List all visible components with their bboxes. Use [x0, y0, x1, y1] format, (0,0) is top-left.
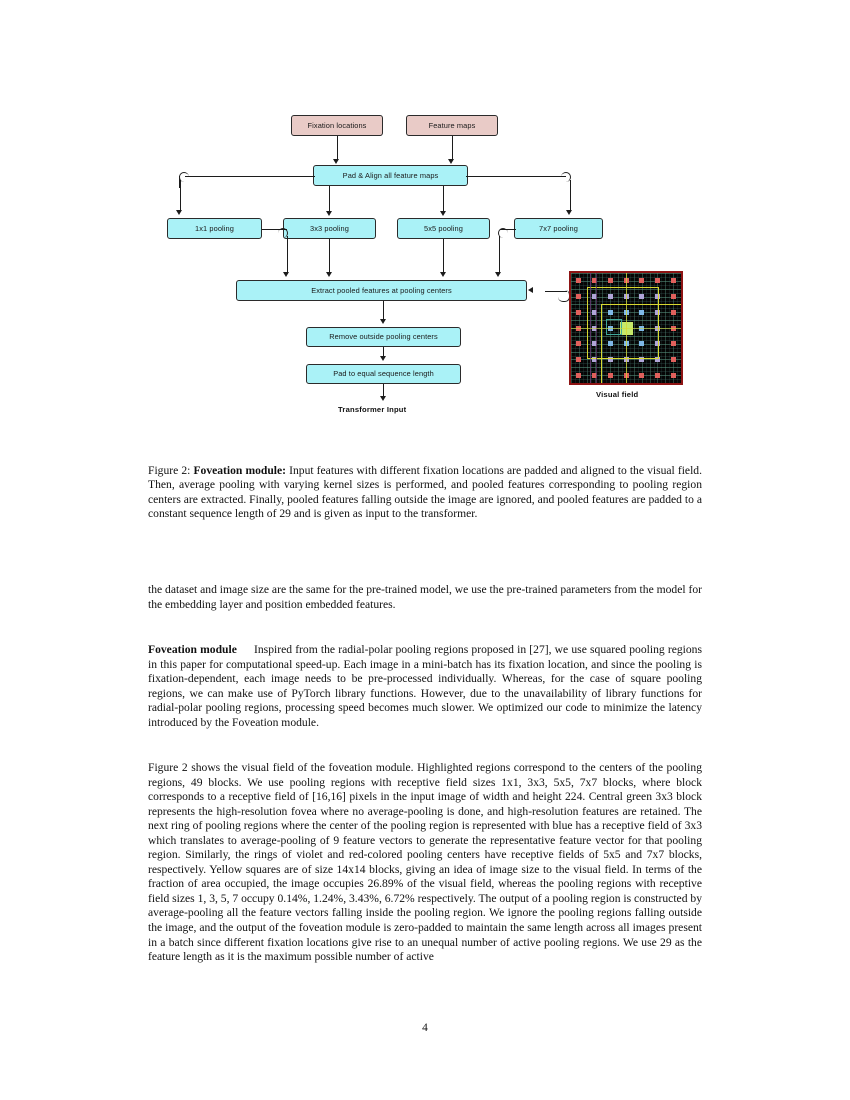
node-feature-maps: Feature maps [406, 115, 498, 136]
pooling-center-marker [592, 278, 598, 284]
pooling-center-marker [639, 356, 645, 362]
pooling-center-marker [639, 278, 645, 284]
pooling-center-marker [607, 278, 613, 284]
pooling-center-marker [639, 372, 645, 378]
arrowhead-3x3-to-extract [325, 272, 332, 277]
pooling-center-marker [592, 309, 598, 315]
edge-extract-to-remove [383, 301, 385, 320]
arrowhead-7x7-to-extract [495, 272, 501, 277]
pooling-center-marker [576, 309, 582, 315]
pooling-center-marker [639, 341, 645, 347]
receptive-field-outline [606, 319, 622, 335]
paragraph-2-text: Inspired from the radial-polar pooling r… [148, 643, 702, 729]
edge-1x1-to-extract [286, 236, 288, 274]
figure-2-foveation-module: Fixation locations Feature maps Pad & Al… [0, 0, 850, 440]
pooling-center-marker [670, 294, 676, 300]
caption-text: Input features with different fixation l… [148, 464, 702, 521]
page-number: 4 [422, 1022, 428, 1034]
pooling-center-marker [654, 278, 660, 284]
arrowhead-featuremaps-to-pad [448, 159, 454, 164]
node-pooling-1x1: 1x1 pooling [167, 218, 262, 239]
arrowhead-to-transformer [379, 396, 386, 401]
label-visual-field: Visual field [596, 390, 639, 399]
body-paragraph-3: Figure 2 shows the visual field of the f… [148, 761, 702, 964]
image-extent-square [600, 304, 681, 383]
edge-1x1-out [262, 228, 287, 230]
pooling-center-marker [592, 372, 598, 378]
pooling-center-marker [576, 278, 582, 284]
pooling-center-marker [607, 341, 613, 347]
pooling-center-marker [576, 356, 582, 362]
pooling-center-marker [607, 294, 613, 300]
edge-pad-equal-to-transformer [383, 384, 385, 398]
pooling-center-marker [670, 356, 676, 362]
edge-pad-to-5x5 [443, 186, 445, 213]
edge-remove-to-pad-equal [383, 347, 385, 357]
node-fixation-locations: Fixation locations [291, 115, 383, 136]
node-pad-equal-sequence-length: Pad to equal sequence length [306, 364, 461, 384]
pooling-center-marker [607, 309, 613, 315]
node-pooling-5x5: 5x5 pooling [397, 218, 490, 239]
centre-guide-horizontal [571, 328, 681, 329]
visual-field-image [569, 271, 683, 385]
edge-pad-to-5x5-horizontal [466, 176, 566, 178]
pooling-center-marker [654, 356, 660, 362]
pooling-center-marker [592, 294, 598, 300]
edge-pad-to-1x1-horizontal [185, 176, 315, 178]
pooling-center-marker [576, 372, 582, 378]
pooling-center-marker [654, 294, 660, 300]
pooling-center-marker [670, 372, 676, 378]
arrowhead-pad-to-7x7 [566, 210, 572, 215]
grid-line-vertical [681, 273, 682, 383]
caption-prefix: Figure 2: [148, 464, 194, 477]
node-pooling-3x3: 3x3 pooling [283, 218, 376, 239]
edge-3x3-to-extract [329, 239, 331, 274]
pooling-center-marker [639, 309, 645, 315]
node-extract-pooled-features: Extract pooled features at pooling cente… [236, 280, 527, 301]
pooling-center-marker [576, 341, 582, 347]
arrowhead-fixation-to-pad [333, 159, 339, 164]
pooling-center-marker [592, 356, 598, 362]
pooling-center-marker [654, 309, 660, 315]
edge-featuremaps-to-pad [451, 136, 453, 160]
pooling-center-marker [592, 341, 598, 347]
edge-pad-to-1x1-vertical [179, 180, 181, 212]
paragraph-2-heading: Foveation module [148, 643, 237, 656]
body-paragraph-1: the dataset and image size are the same … [148, 583, 703, 611]
node-pad-align-feature-maps: Pad & Align all feature maps [313, 165, 468, 186]
arrowhead-5x5-to-extract [439, 272, 446, 277]
pooling-center-marker [576, 294, 582, 300]
arrowhead-pad-to-1x1 [176, 210, 182, 215]
caption-bold-title: Foveation module: [193, 464, 287, 477]
node-remove-outside-pooling-centers: Remove outside pooling centers [306, 327, 461, 347]
edge-fixation-to-pad [336, 136, 338, 160]
body-paragraph-2: Foveation module Inspired from the radia… [148, 643, 702, 730]
pooling-center-marker [670, 309, 676, 315]
label-transformer-input: Transformer Input [338, 405, 407, 414]
visual-field-grid [571, 273, 681, 383]
edge-pad-to-3x3 [329, 186, 331, 213]
edge-5x5-to-extract [443, 239, 445, 274]
edge-7x7-out [500, 228, 516, 230]
image-extent-square [586, 287, 659, 360]
node-pooling-7x7: 7x7 pooling [514, 218, 603, 239]
grid-line-horizontal [571, 383, 681, 384]
pooling-center-marker [639, 294, 645, 300]
edge-vfield-to-extract-h [545, 290, 567, 292]
pooling-center-marker [654, 341, 660, 347]
pooling-center-marker [607, 356, 613, 362]
arrowhead-vfield-to-extract [528, 287, 533, 293]
figure-caption: Figure 2: Foveation module: Input featur… [148, 464, 702, 522]
pooling-center-marker [654, 372, 660, 378]
arrowhead-pad-to-5x5 [439, 211, 446, 216]
arrowhead-pad-to-3x3 [325, 211, 332, 216]
arrowhead-1x1-to-extract [283, 272, 289, 277]
pooling-center-marker [670, 278, 676, 284]
pooling-center-marker [607, 372, 613, 378]
pooling-center-marker [670, 341, 676, 347]
arrowhead-extract-to-remove [379, 319, 386, 324]
edge-pad-to-7x7-vertical [569, 180, 571, 212]
arrowhead-remove-to-pad-equal [379, 356, 386, 361]
edge-7x7-to-extract [498, 236, 500, 274]
